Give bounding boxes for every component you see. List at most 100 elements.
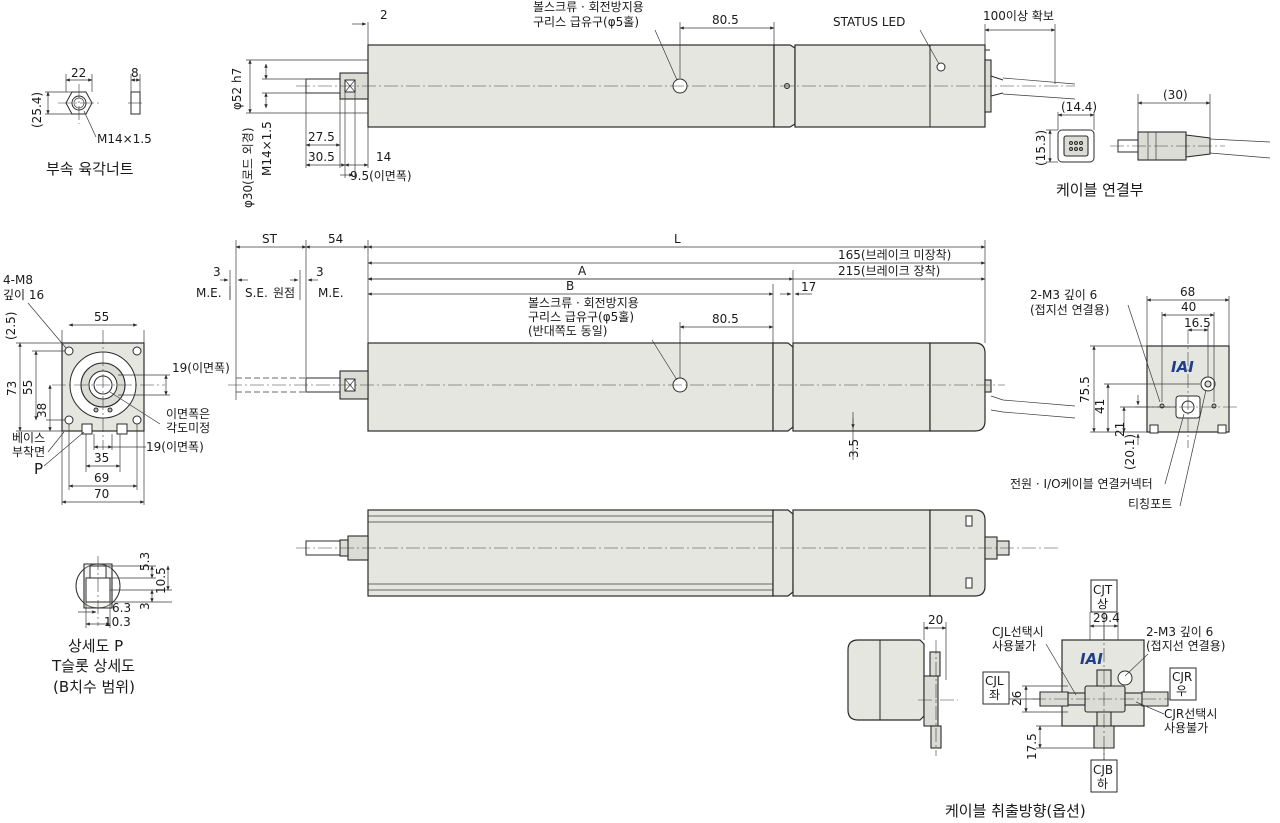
option-cjl-code: CJL bbox=[985, 674, 1004, 688]
detail-caption-3: (B치수 범위) bbox=[53, 678, 135, 696]
side-dim-165: 165(브레이크 미장착) bbox=[838, 248, 951, 262]
front-dim-38: 38 bbox=[35, 403, 49, 418]
front-base-note-1: 베이스 bbox=[12, 431, 45, 445]
side-dim-54: 54 bbox=[328, 232, 343, 246]
rear-m3-note-2: (접지선 연결용) bbox=[1030, 303, 1109, 317]
top-dim-14: 14 bbox=[376, 150, 391, 164]
nut-width-22: 22 bbox=[71, 66, 86, 80]
side-dim-80-5: 80.5 bbox=[712, 312, 739, 326]
side-origin: 원점 bbox=[273, 286, 295, 300]
hex-nut-view: 22 8 (25.4) M14×1.5 부속 육각너트 bbox=[30, 66, 152, 178]
option-dim-20: 20 bbox=[928, 613, 943, 627]
rear-dim-40: 40 bbox=[1181, 300, 1196, 314]
option-cjl-dir: 좌 bbox=[989, 688, 1000, 702]
rear-iai-logo: IAI bbox=[1171, 358, 1194, 376]
top-view: 2 볼스크류 · 회전방지용 구리스 급유구(φ5홀) 80.5 STATUS … bbox=[230, 0, 1076, 208]
option-cjr-dir: 우 bbox=[1176, 684, 1187, 698]
side-lube-note-1: 볼스크류 · 회전방지용 bbox=[528, 296, 639, 310]
front-angle-note-2: 각도미정 bbox=[166, 421, 210, 435]
top-dim-9-5: 9.5(이면폭) bbox=[350, 169, 412, 183]
rear-dim-75-5: 75.5 bbox=[1078, 376, 1092, 403]
detail-dim-3: 3 bbox=[138, 602, 152, 610]
option-cjb-code: CJB bbox=[1093, 763, 1113, 777]
top-dim-80-5: 80.5 bbox=[712, 13, 739, 27]
option-cjl-note-1: CJL선택시 bbox=[992, 625, 1044, 639]
option-cjl-note-2: 사용불가 bbox=[992, 639, 1036, 653]
front-dim-35: 35 bbox=[94, 451, 109, 465]
cable-option-caption: 케이블 취출방향(옵션) bbox=[945, 802, 1086, 820]
rear-dim-21: 21 bbox=[1113, 422, 1127, 437]
side-dim-b: B bbox=[566, 279, 574, 293]
top-dim-m14: M14×1.5 bbox=[260, 121, 274, 176]
option-iai-logo: IAI bbox=[1080, 650, 1103, 668]
side-dim-a: A bbox=[578, 264, 587, 278]
front-dim-55-side: 55 bbox=[21, 380, 35, 395]
conn-dim-30: (30) bbox=[1163, 88, 1188, 102]
option-cjt-dir: 상 bbox=[1097, 597, 1108, 611]
option-m3-note-1: 2-M3 깊이 6 bbox=[1146, 625, 1213, 639]
top-dim-27-5: 27.5 bbox=[308, 130, 335, 144]
rear-m3-note-1: 2-M3 깊이 6 bbox=[1030, 288, 1097, 302]
side-lube-note-2: 구리스 급유구(φ5홀) bbox=[528, 310, 634, 324]
option-cjb-dir: 하 bbox=[1097, 777, 1108, 791]
front-dim-69: 69 bbox=[94, 471, 109, 485]
side-se: S.E. bbox=[245, 286, 268, 300]
side-dim-3b: 3 bbox=[316, 265, 324, 279]
front-detail-p: P bbox=[34, 460, 43, 478]
option-cjr-note-2: 사용불가 bbox=[1164, 721, 1208, 735]
option-dim-17-5: 17.5 bbox=[1025, 733, 1039, 760]
detail-dim-10-5: 10.5 bbox=[154, 567, 168, 594]
front-dim-2-5: (2.5) bbox=[4, 312, 18, 340]
option-dim-29-4: 29.4 bbox=[1093, 611, 1120, 625]
nut-thread: M14×1.5 bbox=[97, 132, 152, 146]
rear-dim-68: 68 bbox=[1180, 285, 1195, 299]
nut-thickness-8: 8 bbox=[131, 66, 139, 80]
front-angle-note-1: 이면폭은 bbox=[166, 407, 210, 421]
rear-teach-port: 티칭포트 bbox=[1128, 497, 1172, 511]
side-lube-note-3: (반대쪽도 동일) bbox=[528, 324, 607, 338]
side-me-right: M.E. bbox=[318, 286, 344, 300]
side-view: ST 54 L 3 3 M.E. S.E. 원점 M.E. 165(브레이크 미… bbox=[196, 232, 1076, 460]
detail-dim-5-3: 5.3 bbox=[138, 552, 152, 571]
rear-dim-16-5: 16.5 bbox=[1184, 316, 1211, 330]
top-dim-30-5: 30.5 bbox=[308, 150, 335, 164]
front-m8: 4-M8 bbox=[3, 273, 33, 287]
option-cjr-note-1: CJR선택시 bbox=[1164, 707, 1217, 721]
front-view: 4-M8 깊이 16 55 (2.5) 73 55 38 19(이면폭) 이면폭… bbox=[3, 273, 230, 505]
conn-dim-15-3: (15.3) bbox=[1034, 130, 1048, 166]
front-base-note-2: 부착면 bbox=[12, 445, 45, 459]
option-cjr-code: CJR bbox=[1172, 670, 1192, 684]
front-dim-19a: 19(이면폭) bbox=[172, 361, 230, 375]
detail-p-view: 5.3 10.5 3 6.3 10.3 상세도 P T슬롯 상세도 (B치수 범… bbox=[51, 552, 172, 696]
side-dim-17: 17 bbox=[801, 280, 816, 294]
rear-dim-41: 41 bbox=[1093, 399, 1107, 414]
detail-caption-1: 상세도 P bbox=[68, 637, 123, 655]
option-cjt-code: CJT bbox=[1093, 583, 1113, 597]
conn-dim-14-4: (14.4) bbox=[1061, 100, 1097, 114]
front-m8-depth: 깊이 16 bbox=[3, 288, 44, 302]
side-dim-st: ST bbox=[262, 232, 278, 246]
side-dim-3-5: 3.5 bbox=[847, 439, 861, 458]
top-dim-phi30: φ30(로드 외경) bbox=[241, 127, 255, 208]
front-dim-55-top: 55 bbox=[94, 310, 109, 324]
status-led-label: STATUS LED bbox=[833, 15, 905, 29]
top-lube-note-1: 볼스크류 · 회전방지용 bbox=[533, 0, 644, 14]
nut-height-25-4: (25.4) bbox=[30, 92, 44, 128]
option-m3-note-2: (접지선 연결용) bbox=[1146, 639, 1225, 653]
rear-power-connector: 전원 · I/O케이블 연결커넥터 bbox=[1010, 477, 1153, 491]
cable-clearance-label: 100이상 확보 bbox=[983, 9, 1054, 23]
detail-caption-2: T슬롯 상세도 bbox=[51, 657, 135, 675]
top-dim-2: 2 bbox=[380, 8, 388, 22]
side-me-left: M.E. bbox=[196, 286, 222, 300]
rear-view: IAI 68 40 16.5 2-M3 깊이 6 (접지선 연결용) 75.5 … bbox=[1010, 285, 1240, 511]
rear-dim-20-1: (20.1) bbox=[1123, 434, 1137, 470]
side-dim-215: 215(브레이크 장착) bbox=[838, 264, 940, 278]
side-dim-3a: 3 bbox=[213, 265, 221, 279]
option-dim-26: 26 bbox=[1010, 691, 1024, 706]
cable-connection-view: (14.4) (15.3) (30) 케이블 연결부 bbox=[1034, 88, 1271, 199]
front-dim-73: 73 bbox=[5, 381, 19, 396]
cable-option-view: 20 IAI CJT 상 29.4 CJL선택시 사용불가 2-M3 깊이 6 … bbox=[847, 579, 1225, 820]
cable-connection-caption: 케이블 연결부 bbox=[1056, 181, 1144, 199]
detail-dim-6-3: 6.3 bbox=[112, 601, 131, 615]
